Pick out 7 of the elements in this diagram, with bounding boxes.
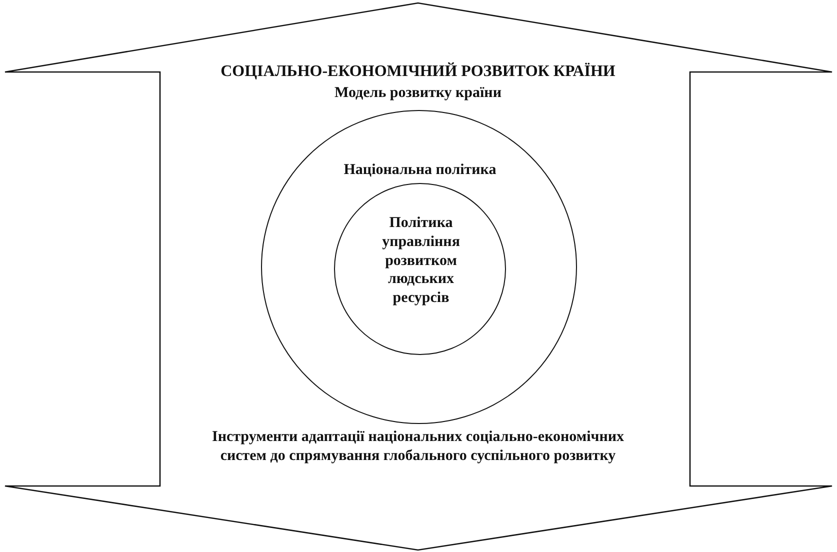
circle	[261, 110, 577, 424]
node-label: Політика управління розвитком людських ресурсів	[381, 214, 461, 308]
node-label: Модель розвитку країни	[334, 84, 502, 103]
node-label: Інструменти адаптації національних соціально-економічних систем до спрямування глобального суспільного розвитку	[210, 428, 625, 466]
circle	[334, 183, 506, 355]
node-label: Національна політика	[342, 161, 498, 180]
diagram-heading: СОЦІАЛЬНО-ЕКОНОМІЧНИЙ РОЗВИТОК КРАЇНИ	[220, 62, 616, 82]
